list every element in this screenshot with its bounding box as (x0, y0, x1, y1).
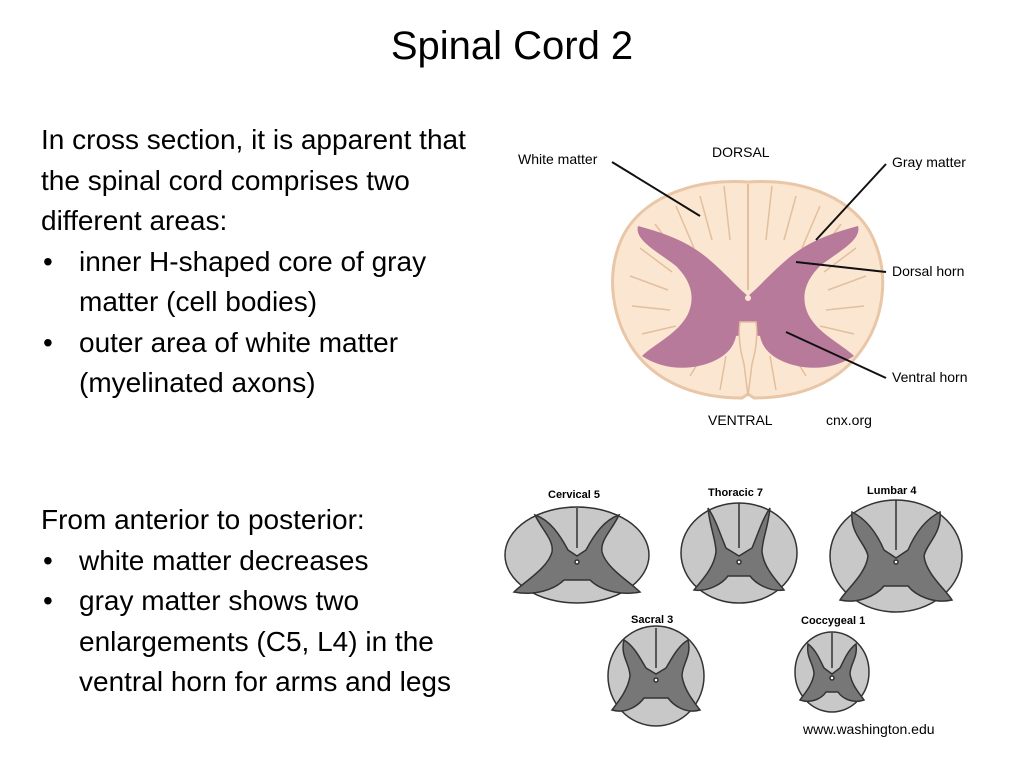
bullet-item: inner H-shaped core of gray matter (cell… (41, 242, 491, 323)
bullet-list: white matter decreases gray matter shows… (41, 541, 491, 703)
segment-label-sacral-3: Sacral 3 (631, 614, 674, 626)
bullet-item: gray matter shows two enlargements (C5, … (41, 581, 491, 703)
slide-title: Spinal Cord 2 (390, 24, 634, 68)
spinal-cord-cross-section (611, 161, 887, 400)
central-canal (745, 295, 751, 301)
spinal-segments (504, 499, 963, 727)
segment-sacral-3 (607, 625, 705, 727)
segment-coccygeal-1 (794, 631, 870, 713)
segment-label-thoracic-7: Thoracic 7 (708, 487, 764, 499)
segment-label-coccygeal-1: Coccygeal 1 (801, 615, 866, 627)
segment-label-cervical-5: Cervical 5 (548, 489, 600, 501)
ventral-label: VENTRAL (708, 412, 773, 428)
ventral-horn-label: Ventral horn (892, 369, 968, 385)
segment-lumbar-4 (829, 499, 963, 613)
dorsal-horn-label: Dorsal horn (892, 263, 965, 279)
callout-lines (611, 161, 887, 379)
intro-paragraph: In cross section, it is apparent that th… (41, 124, 466, 236)
intro-paragraph: From anterior to posterior: (41, 504, 365, 535)
cross-section-credit: cnx.org (826, 412, 872, 428)
dorsal-label: DORSAL (712, 144, 770, 160)
segment-label-lumbar-4: Lumbar 4 (867, 485, 917, 497)
white-matter-label: White matter (518, 151, 598, 167)
bullet-item: white matter decreases (41, 541, 491, 582)
segments-credit: www.washington.edu (803, 721, 935, 737)
anterior-median-fissure (738, 321, 758, 397)
segment-thoracic-7 (680, 502, 798, 604)
segment-text: From anterior to posterior: white matter… (41, 500, 491, 703)
cross-section-text: In cross section, it is apparent that th… (41, 120, 491, 404)
segment-cervical-5 (504, 506, 650, 604)
bullet-list: inner H-shaped core of gray matter (cell… (41, 242, 491, 404)
bullet-item: outer area of white matter (myelinated a… (41, 323, 491, 404)
gray-matter-label: Gray matter (892, 154, 966, 170)
